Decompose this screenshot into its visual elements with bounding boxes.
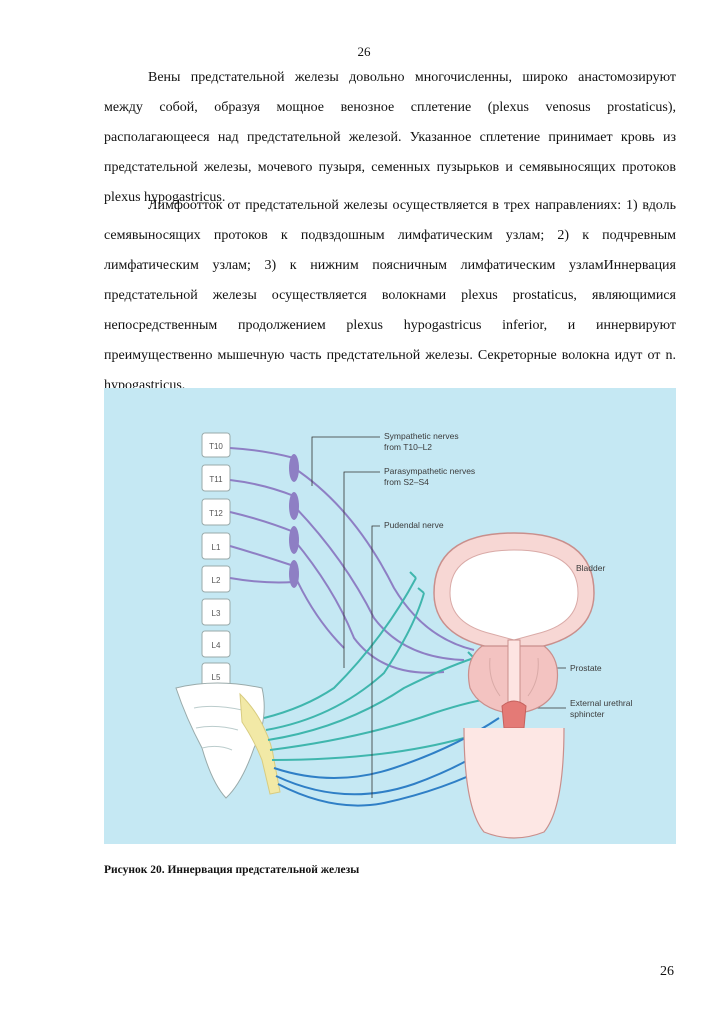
page-number-top: 26	[357, 44, 371, 59]
spinal-column: T10 T11 T12 L1 L2 L3 L4 L5	[201, 432, 231, 690]
vertebra-label: T11	[209, 475, 223, 484]
vertebra-label: L3	[212, 609, 221, 618]
paragraph-lymph-innervation: Лимфоотток от предстательной железы осущ…	[104, 198, 676, 393]
innervation-illustration: T10 T11 T12 L1 L2 L3 L4 L5	[175, 431, 632, 839]
label-sphincter-2: sphincter	[570, 709, 605, 719]
label-sphincter-1: External urethral	[570, 698, 632, 708]
external-urethral-sphincter	[501, 700, 527, 729]
label-bladder: Bladder	[576, 563, 605, 573]
paragraph-veins: Вены предстательной железы довольно мног…	[104, 70, 676, 205]
label-parasympathetic-1: Parasympathetic nerves	[384, 466, 475, 476]
label-pudendal-nerve: Pudendal nerve	[384, 520, 444, 530]
label-parasympathetic-2: from S2–S4	[384, 477, 429, 487]
bladder	[433, 532, 595, 657]
label-prostate: Prostate	[570, 663, 602, 673]
label-sympathetic-1: Sympathetic nerves	[384, 431, 459, 441]
sacral-roots	[239, 692, 281, 795]
innervation-figure: T10 T11 T12 L1 L2 L3 L4 L5	[104, 388, 676, 844]
page-number-bottom: 26	[660, 964, 674, 979]
vertebra-label: L5	[212, 673, 221, 682]
vertebra-label: L1	[212, 543, 221, 552]
vertebra-label: L4	[212, 641, 221, 650]
vertebra-label: T10	[209, 442, 223, 451]
figure-caption: Рисунок 20. Иннервация предстательной же…	[104, 864, 360, 876]
vertebra-label: T12	[209, 509, 223, 518]
penis-outline	[463, 727, 565, 839]
vertebra-label: L2	[212, 576, 221, 585]
sympathetic-nerves	[229, 447, 475, 674]
sympathetic-ganglia	[289, 454, 299, 588]
sacrum	[175, 682, 265, 799]
label-sympathetic-2: from T10–L2	[384, 442, 432, 452]
